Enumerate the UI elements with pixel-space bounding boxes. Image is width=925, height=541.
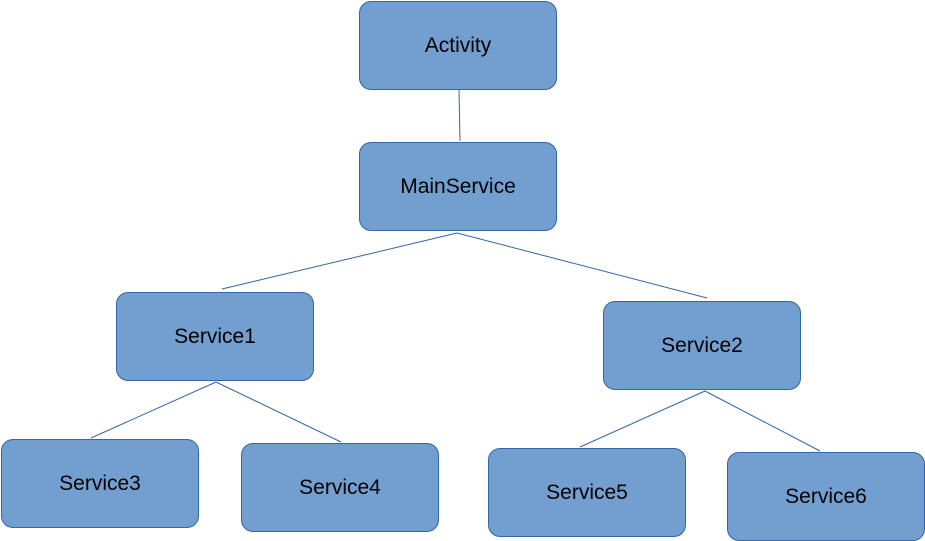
node-service2-label: Service2 — [661, 333, 743, 357]
node-activity-label: Activity — [424, 33, 492, 57]
node-service6-label: Service6 — [785, 484, 867, 508]
node-service3: Service3 — [1, 439, 199, 528]
node-mainservice: MainService — [359, 142, 557, 231]
edge-activity-mainservice — [458, 89, 461, 142]
node-service6: Service6 — [727, 452, 925, 541]
edge-mainservice-service2 — [456, 232, 708, 299]
node-mainservice-label: MainService — [400, 174, 516, 198]
edge-mainservice-service1 — [221, 232, 458, 290]
node-service3-label: Service3 — [59, 471, 141, 495]
node-service1: Service1 — [116, 292, 314, 381]
node-service4-label: Service4 — [299, 475, 381, 499]
node-service5-label: Service5 — [546, 480, 628, 504]
edge-service1-service4 — [215, 381, 342, 443]
node-service2: Service2 — [603, 301, 801, 390]
edge-service1-service3 — [90, 381, 217, 439]
edge-service2-service5 — [579, 390, 706, 448]
edge-service2-service6 — [704, 390, 821, 452]
node-service5: Service5 — [488, 448, 686, 537]
node-activity: Activity — [359, 1, 557, 90]
node-service1-label: Service1 — [174, 324, 256, 348]
node-service4: Service4 — [241, 443, 439, 532]
